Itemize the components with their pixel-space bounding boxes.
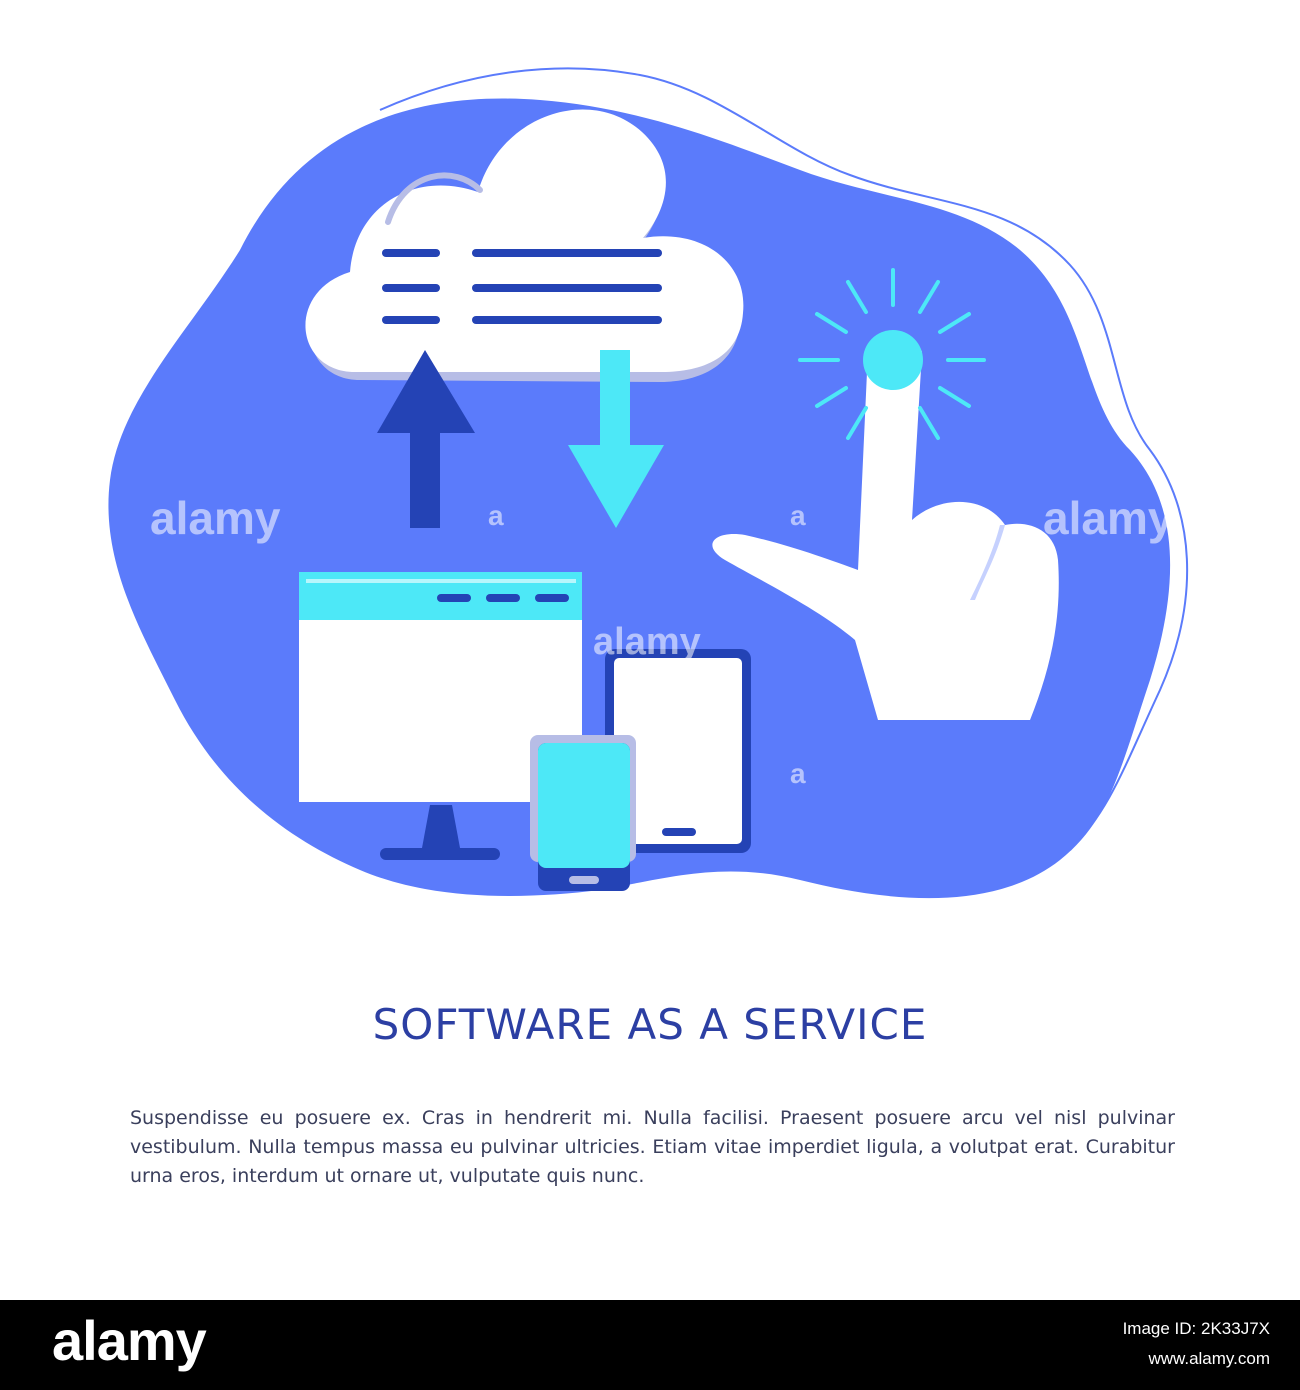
tap-burst-icon bbox=[798, 268, 986, 440]
tablet-icon bbox=[605, 649, 751, 853]
upload-arrow-icon bbox=[377, 350, 475, 528]
saas-illustration: alamy alamy alamy a a a bbox=[108, 67, 1189, 899]
blob-outline bbox=[379, 67, 1189, 851]
monitor-icon bbox=[299, 572, 582, 860]
watermark-mark: a bbox=[790, 758, 806, 789]
watermark: alamy bbox=[150, 492, 281, 544]
watermark-mark: a bbox=[488, 500, 504, 531]
image-meta: Image ID: 2K33J7X www.alamy.com bbox=[1123, 1314, 1270, 1374]
smartphone-icon bbox=[530, 735, 636, 891]
body-paragraph: Suspendisse eu posuere ex. Cras in hendr… bbox=[130, 1107, 1175, 1187]
watermark: alamy bbox=[1043, 492, 1174, 544]
cloud-icon bbox=[305, 109, 744, 382]
site-url: www.alamy.com bbox=[1148, 1349, 1270, 1368]
image-id: Image ID: 2K33J7X bbox=[1122, 1319, 1270, 1338]
download-arrow-icon bbox=[568, 350, 664, 528]
hand-pointer-icon bbox=[712, 336, 1059, 720]
watermark-mark: a bbox=[790, 500, 806, 531]
alamy-logo: alamy bbox=[52, 1309, 207, 1372]
watermark: alamy bbox=[593, 621, 701, 663]
page-title: SOFTWARE AS A SERVICE bbox=[372, 1000, 928, 1049]
stock-footer: alamy Image ID: 2K33J7X www.alamy.com bbox=[0, 1300, 1300, 1390]
